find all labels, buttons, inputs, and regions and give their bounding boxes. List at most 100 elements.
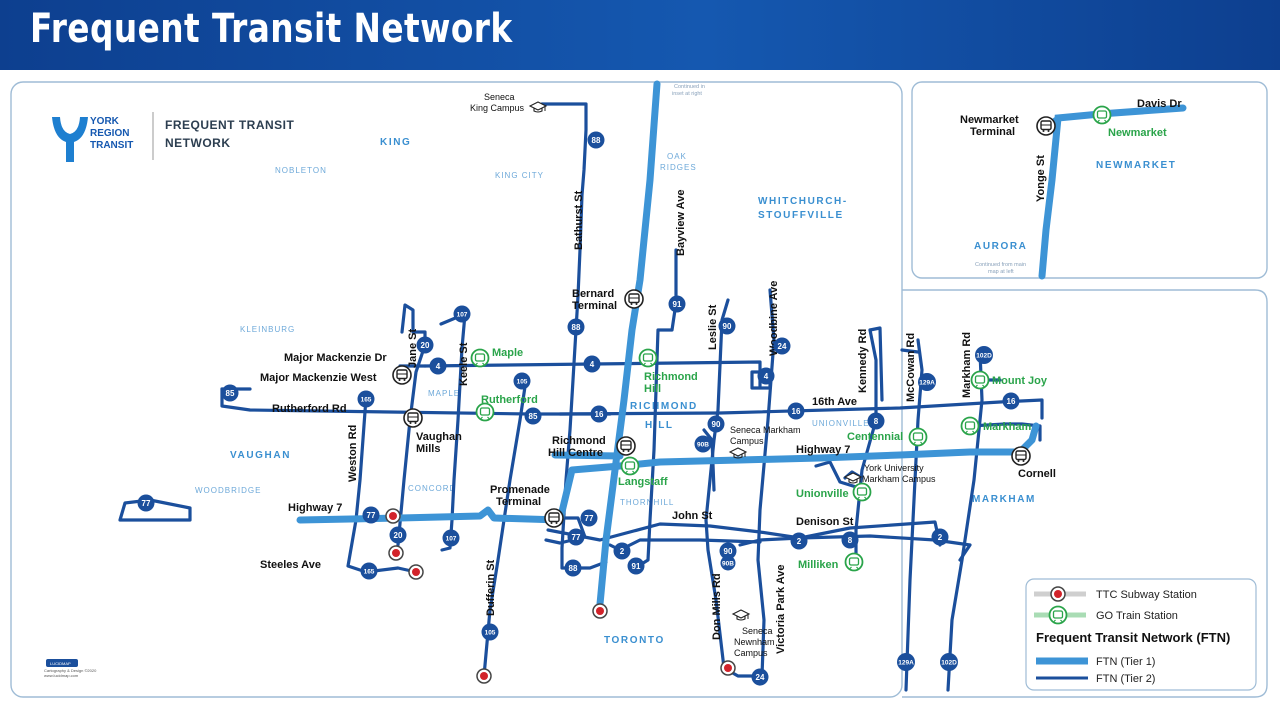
seneca-markham-label-1: Seneca Markham (730, 425, 801, 435)
bernard-label-2: Terminal (572, 300, 617, 312)
svg-text:102D: 102D (976, 353, 992, 360)
svg-text:105: 105 (485, 630, 496, 637)
brand-line-3: TRANSIT (90, 140, 133, 151)
route-highway7-vmc (551, 451, 624, 460)
go-rutherford-label: Rutherford (481, 394, 538, 406)
go-langstaff-icon (620, 456, 640, 476)
svg-text:4: 4 (764, 372, 769, 381)
go-maple-label: Maple (492, 347, 523, 359)
route-badge-90-south: 90 (719, 542, 737, 560)
svg-text:88: 88 (592, 136, 601, 145)
mmw-terminal-icon (392, 365, 412, 385)
svg-text:16: 16 (792, 407, 801, 416)
svg-text:2: 2 (797, 537, 802, 546)
ttc-vmc-icon (385, 508, 401, 524)
svg-text:24: 24 (756, 673, 765, 682)
route-badge-91-north: 91 (668, 295, 686, 313)
road-weston: Weston Rd (347, 425, 359, 482)
legend-go-label: GO Train Station (1096, 610, 1178, 622)
newmarket-terminal-label-2: Terminal (970, 126, 1015, 138)
road-rutherford: Rutherford Rd (272, 403, 347, 415)
route-badge-88-mid: 88 (567, 318, 585, 336)
area-labels: KING NOBLETON KING CITY OAK RIDGES WHITC… (195, 137, 1175, 646)
credit-block: LUCIDMAP Cartography & Design ©2020 www.… (44, 659, 97, 678)
svg-text:77: 77 (572, 533, 581, 542)
area-king: KING (380, 137, 411, 148)
vaughan-mills-terminal-icon (403, 408, 423, 428)
route-badge-129a-north: 129A (918, 373, 936, 391)
go-centennial-icon (908, 427, 928, 447)
svg-text:90: 90 (723, 322, 732, 331)
route-badge-16-west: 16 (590, 405, 608, 423)
area-vaughan: VAUGHAN (230, 450, 291, 461)
svg-text:16: 16 (595, 410, 604, 419)
legend-ttc-label: TTC Subway Station (1096, 589, 1197, 601)
route-77-south (544, 516, 587, 545)
svg-text:88: 88 (572, 323, 581, 332)
svg-text:107: 107 (457, 312, 468, 319)
route-badge-102d-south: 102D (940, 653, 958, 671)
vaughan-mills-label-2: Mills (416, 443, 440, 455)
road-bayview: Bayview Ave (675, 190, 687, 256)
route-badge-2-mid: 2 (790, 532, 808, 550)
area-woodbridge: WOODBRIDGE (195, 486, 261, 495)
ttc-pioneer-icon (408, 564, 424, 580)
route-badges: 88 88 88 107 107 20 20 4 4 4 105 105 85 … (137, 131, 1020, 686)
go-centennial-label: Centennial (847, 431, 903, 443)
go-langstaff-label: Langstaff (618, 476, 668, 488)
route-165-line (346, 396, 418, 574)
brand-sub-2: NETWORK (165, 136, 231, 150)
area-nobleton: NOBLETON (275, 166, 327, 175)
legend-ttc-icon (1050, 586, 1066, 602)
svg-text:105: 105 (517, 379, 528, 386)
route-badge-2-west: 2 (613, 542, 631, 560)
route-markham-go (968, 422, 1042, 442)
credit-logo: LUCIDMAP (50, 661, 71, 666)
bernard-label-1: Bernard (572, 288, 614, 300)
note-top-2: inset at right (672, 91, 702, 97)
road-markham-rd: Markham Rd (961, 332, 973, 398)
route-highway7-tier1 (296, 448, 1024, 524)
ttc-hwy407-icon (388, 545, 404, 561)
road-yonge: Yonge St (1035, 155, 1047, 202)
route-badge-129a-south: 129A (897, 653, 915, 671)
route-90-line (704, 298, 762, 686)
road-jane: Jane St (407, 329, 419, 368)
road-denison: Denison St (796, 516, 854, 528)
area-markham: MARKHAM (972, 494, 1036, 505)
route-badge-90b-mid: 90B (694, 435, 712, 453)
route-badge-77-west: 77 (137, 494, 155, 512)
road-victoria-park: Victoria Park Ave (775, 565, 787, 654)
seneca-king-label-2: King Campus (470, 103, 525, 113)
svg-text:90B: 90B (697, 442, 709, 449)
go-unionville-icon (852, 482, 872, 502)
ttc-finch-icon (592, 603, 608, 619)
svg-text:20: 20 (394, 531, 403, 540)
route-badge-24-south: 24 (751, 668, 769, 686)
svg-text:4: 4 (436, 362, 441, 371)
route-badge-4-mid: 4 (583, 355, 601, 373)
go-richmond-hill-label-1: Richmond (644, 371, 698, 383)
route-badge-102d-north: 102D (975, 346, 993, 364)
svg-text:85: 85 (529, 412, 538, 421)
route-129a-line (904, 338, 924, 692)
route-unionville (814, 460, 868, 492)
go-markham-icon (960, 416, 980, 436)
route-8-loop (868, 326, 884, 402)
svg-text:90: 90 (724, 547, 733, 556)
route-badge-85-west: 85 (221, 384, 239, 402)
go-markham-label: Markham (983, 421, 1032, 433)
promenade-label-2: Terminal (496, 496, 541, 508)
route-yonge-tier1 (596, 80, 661, 608)
route-badge-90b-south: 90B (720, 555, 736, 571)
route-badge-77-south: 77 (567, 528, 585, 546)
route-20-line (396, 330, 427, 547)
credit-line-2: www.lucidmap.com (44, 673, 79, 678)
area-thornhill: THORNHILL (620, 498, 674, 507)
legend-go-icon (1048, 605, 1068, 625)
area-concord: CONCORD (408, 484, 456, 493)
road-steeles: Steeles Ave (260, 559, 321, 571)
go-milliken-icon (844, 552, 864, 572)
legend-title: Frequent Transit Network (FTN) (1036, 630, 1230, 645)
